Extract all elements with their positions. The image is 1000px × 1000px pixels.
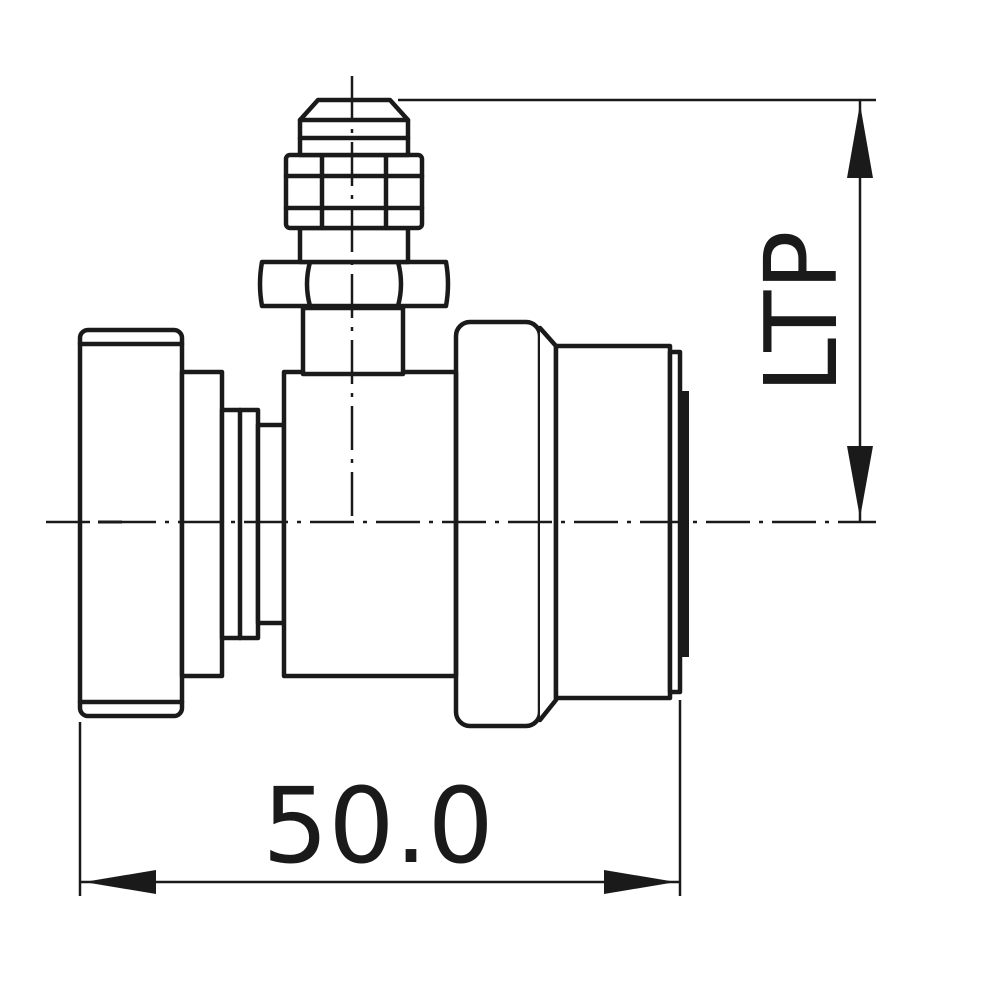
ltp-label: LTP [743,230,860,393]
arrow-left [84,870,156,894]
width-dimension: 50.0 [78,700,682,896]
width-label: 50.0 [262,765,494,887]
top-nipple [297,97,411,158]
arrow-down [847,446,873,518]
knurled-coupling [453,319,559,729]
valve-body [281,369,459,679]
arrow-right [604,870,676,894]
thread-spacer [297,225,411,265]
ltp-dimension: LTP [398,98,876,522]
upper-hex-fitting [283,152,425,231]
left-neck [179,369,287,679]
hex-nut [257,259,451,309]
arrow-up [847,104,873,178]
